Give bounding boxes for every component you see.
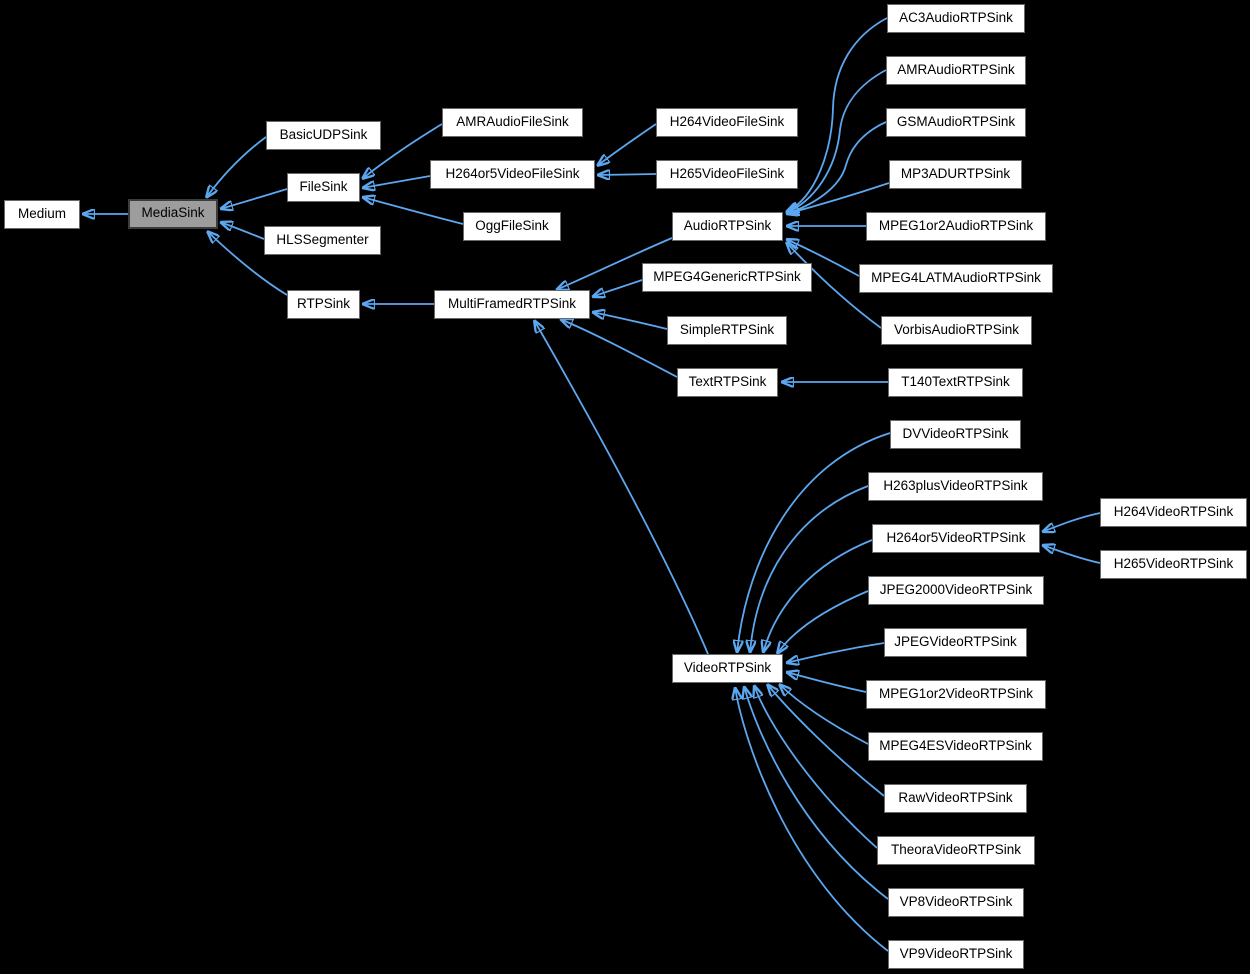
inheritance-arrow: [534, 320, 709, 655]
inheritance-arrow: [206, 136, 267, 198]
node-jpeg2000videortpsink[interactable]: JPEG2000VideoRTPSink: [868, 576, 1044, 605]
inheritance-arrow: [777, 590, 869, 654]
node-hlssegmenter[interactable]: HLSSegmenter: [264, 226, 381, 255]
inheritance-arrow: [735, 687, 889, 952]
node-gsmaudiortpsink[interactable]: GSMAudioRTPSink: [886, 108, 1026, 137]
inheritance-arrow: [592, 312, 668, 330]
inheritance-arrow: [786, 672, 867, 693]
inheritance-arrow: [786, 17, 888, 212]
inheritance-arrow: [362, 123, 443, 179]
inheritance-arrow: [597, 174, 657, 175]
node-vorbisaudiortpsink[interactable]: VorbisAudioRTPSink: [881, 316, 1032, 345]
node-audiortpsink[interactable]: AudioRTPSink: [672, 212, 783, 241]
node-ac3audiortpsink[interactable]: AC3AudioRTPSink: [887, 4, 1025, 33]
node-oggfilesink[interactable]: OggFileSink: [463, 212, 561, 241]
node-h264videortpsink[interactable]: H264VideoRTPSink: [1100, 498, 1247, 527]
inheritance-arrow: [786, 69, 887, 213]
node-h265videofilesink[interactable]: H265VideoFileSink: [656, 160, 798, 189]
node-mpeg4esvideortpsink[interactable]: MPEG4ESVideoRTPSink: [868, 732, 1043, 761]
node-theoravideortpsink[interactable]: TheoraVideoRTPSink: [877, 836, 1035, 865]
inheritance-arrow: [767, 684, 885, 797]
inheritance-arrow: [786, 121, 887, 214]
node-mediasink: MediaSink: [128, 199, 218, 229]
inheritance-arrow: [362, 175, 431, 188]
node-filesink[interactable]: FileSink: [287, 173, 360, 202]
node-mp3adurtpsink[interactable]: MP3ADURTPSink: [889, 160, 1022, 189]
node-amraudiofilesink[interactable]: AMRAudioFileSink: [442, 108, 583, 137]
inheritance-arrow: [556, 237, 673, 290]
node-mpeg4genericrtpsink[interactable]: MPEG4GenericRTPSink: [642, 263, 812, 292]
node-simplertpsink[interactable]: SimpleRTPSink: [667, 316, 787, 345]
inheritance-arrow: [207, 231, 288, 296]
inheritance-arrow: [763, 539, 873, 653]
node-t140textrtpsink[interactable]: T140TextRTPSink: [888, 368, 1023, 397]
inheritance-arrow: [779, 684, 869, 745]
inheritance-arrow: [597, 123, 657, 166]
node-mpeg1or2audiortpsink[interactable]: MPEG1or2AudioRTPSink: [866, 212, 1046, 241]
inheritance-arrow: [737, 432, 891, 653]
inheritance-arrow: [220, 222, 265, 240]
inheritance-arrow: [1042, 545, 1101, 564]
node-amraudiortpsink[interactable]: AMRAudioRTPSink: [886, 56, 1026, 85]
node-rtpsink[interactable]: RTPSink: [287, 290, 360, 319]
inheritance-arrow: [786, 642, 885, 663]
node-vp8videortpsink[interactable]: VP8VideoRTPSink: [888, 888, 1024, 917]
node-multiframedrtpsink[interactable]: MultiFramedRTPSink: [434, 290, 590, 319]
inheritance-arrow: [744, 686, 889, 900]
node-h264or5videortpsink[interactable]: H264or5VideoRTPSink: [872, 524, 1040, 553]
inheritance-arrow: [1042, 512, 1101, 532]
node-h264or5videofilesink[interactable]: H264or5VideoFileSink: [430, 160, 595, 189]
node-mpeg1or2videortpsink[interactable]: MPEG1or2VideoRTPSink: [866, 680, 1046, 709]
node-dvvideortpsink[interactable]: DVVideoRTPSink: [890, 420, 1021, 449]
inheritance-arrow: [592, 279, 643, 297]
inheritance-arrow: [560, 319, 678, 378]
inheritance-arrow: [220, 188, 288, 209]
node-basicudpsink[interactable]: BasicUDPSink: [266, 121, 381, 150]
inheritance-arrow: [754, 685, 878, 849]
inheritance-arrow: [786, 182, 890, 214]
node-rawvideortpsink[interactable]: RawVideoRTPSink: [884, 784, 1027, 813]
inheritance-arrow: [750, 485, 869, 653]
node-videortpsink[interactable]: VideoRTPSink: [672, 654, 783, 683]
node-jpegvideortpsink[interactable]: JPEGVideoRTPSink: [884, 628, 1027, 657]
node-vp9videortpsink[interactable]: VP9VideoRTPSink: [888, 940, 1024, 969]
inheritance-arrow: [362, 197, 464, 225]
node-h264videofilesink[interactable]: H264VideoFileSink: [656, 108, 798, 137]
node-h263plusvideortpsink[interactable]: H263plusVideoRTPSink: [868, 472, 1043, 501]
inheritance-arrow: [786, 242, 882, 329]
node-h265videortpsink[interactable]: H265VideoRTPSink: [1100, 550, 1247, 579]
node-mpeg4latmaudiortpsink[interactable]: MPEG4LATMAudioRTPSink: [859, 264, 1053, 293]
node-medium[interactable]: Medium: [4, 200, 80, 229]
node-textrtpsink[interactable]: TextRTPSink: [677, 368, 778, 397]
